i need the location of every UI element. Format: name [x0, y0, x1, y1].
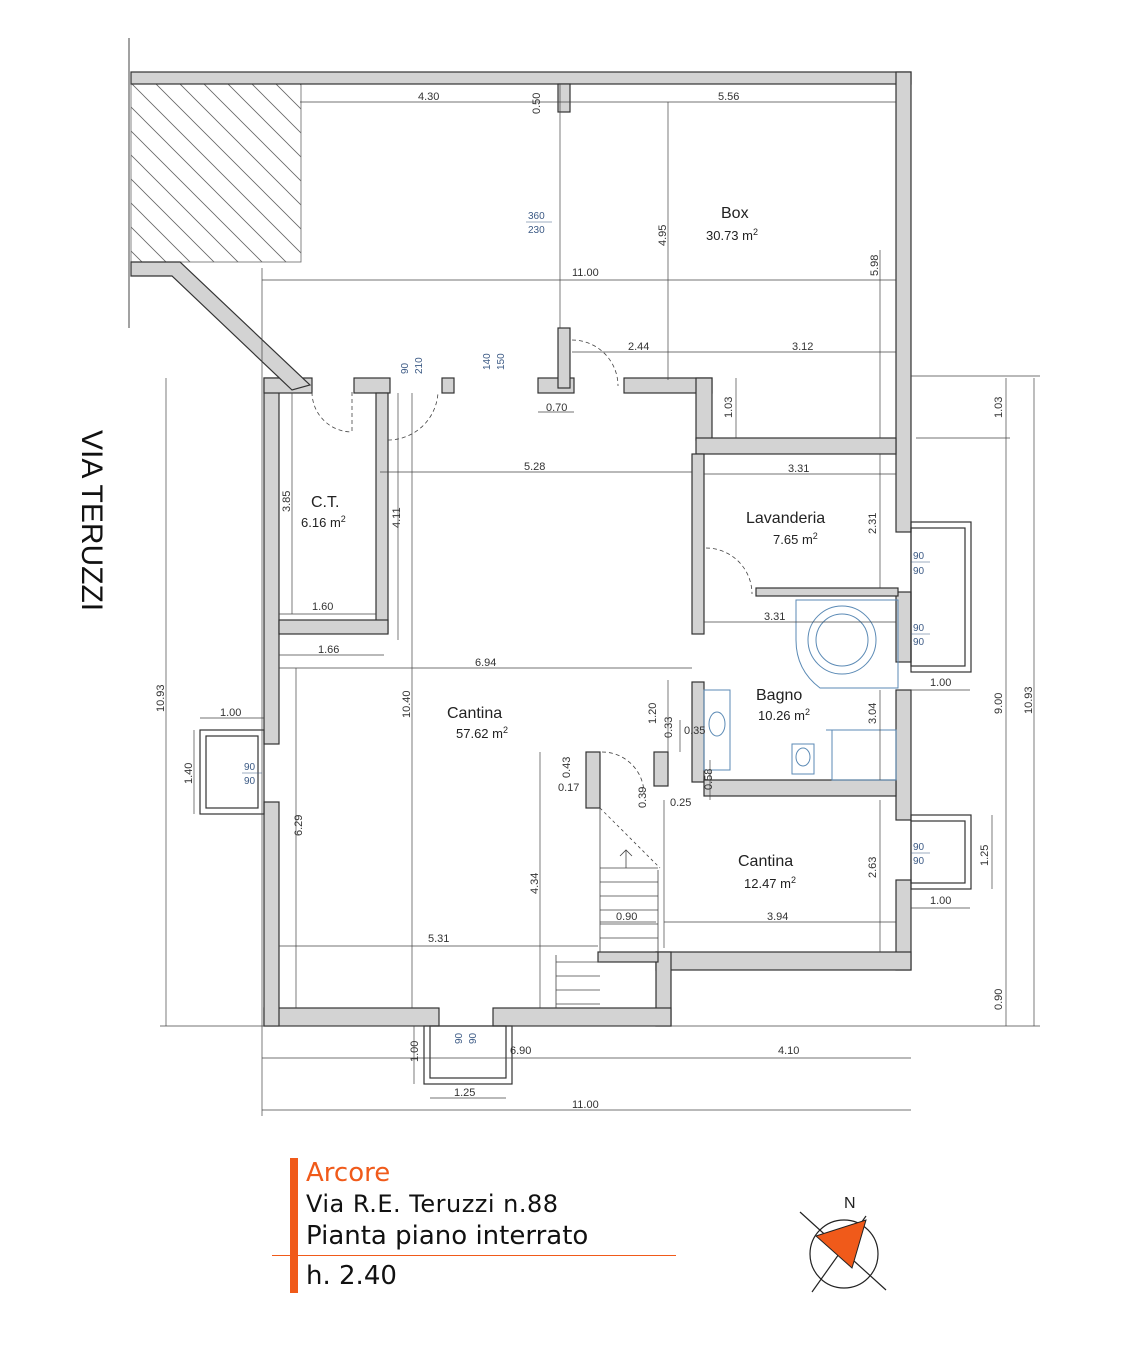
room-area-ct: 6.16 m2: [301, 514, 346, 530]
dimension-label: 6.94: [475, 657, 496, 669]
room-area-bagno: 10.26 m2: [758, 707, 810, 723]
opening-bottom: 150: [496, 353, 507, 370]
dimension-label: 1.03: [723, 397, 735, 418]
dimension-label: 0.17: [558, 782, 579, 794]
dimension-label: 3.94: [767, 911, 788, 923]
title-height: h. 2.40: [306, 1261, 397, 1291]
door-swings: [311, 339, 753, 795]
room-area-cantina-main: 57.62 m2: [456, 725, 508, 741]
staircase: [555, 807, 661, 1008]
dimension-lines: [160, 84, 1040, 1116]
dimension-label: 1.66: [318, 644, 339, 656]
dimension-label: 0.50: [531, 93, 543, 114]
dimension-label: 1.60: [312, 601, 333, 613]
opening-bottom: 90: [468, 1032, 479, 1044]
title-address: Via R.E. Teruzzi n.88: [306, 1190, 559, 1218]
room-area-lavanderia: 7.65 m2: [773, 531, 818, 547]
dimension-label: 5.56: [718, 91, 739, 103]
dimension-label: 1.00: [220, 707, 241, 719]
dimension-label: 4.30: [418, 91, 439, 103]
opening-bottom: 90: [913, 566, 925, 577]
terrain-hatch: [128, 38, 302, 328]
dimension-labels: 4.30 0.50 5.56 4.95 5.98 11.00 2.44 3.12…: [155, 91, 1035, 1111]
dimension-label: 2.63: [867, 857, 879, 878]
dimension-label: 4.11: [391, 507, 403, 528]
title-block: Arcore Via R.E. Teruzzi n.88 Pianta pian…: [272, 1158, 690, 1293]
dimension-label: 4.95: [657, 225, 669, 246]
walls: [130, 71, 912, 1027]
north-arrow: N: [799, 1195, 887, 1293]
window-projections: [199, 521, 972, 1085]
dimension-label: 3.31: [764, 611, 785, 623]
dimension-label: 6.29: [293, 815, 305, 836]
dimension-label: 1.03: [993, 397, 1005, 418]
dimension-label: 0.39: [637, 787, 649, 808]
dimension-label: 0.35: [684, 725, 705, 737]
dimension-label: 3.31: [788, 463, 809, 475]
room-name-box: Box: [721, 205, 749, 222]
room-name-cantina-main: Cantina: [447, 705, 502, 722]
dimension-label: 2.31: [867, 513, 879, 534]
dimension-label: 3.12: [792, 341, 813, 353]
opening-top: 90: [913, 842, 925, 853]
dimension-label: 0.58: [703, 769, 715, 790]
dimension-label: 0.43: [561, 757, 573, 778]
opening-top: 90: [913, 551, 925, 562]
dimension-label: 0.90: [616, 911, 637, 923]
opening-bottom: 90: [913, 637, 925, 648]
room-area-box: 30.73 m2: [706, 227, 758, 243]
north-label: N: [844, 1195, 856, 1212]
dimension-label: 10.93: [1023, 686, 1035, 714]
dimension-label: 10.40: [401, 690, 413, 718]
dimension-label: 1.40: [183, 763, 195, 784]
dimension-label: 2.44: [628, 341, 649, 353]
opening-bottom: 230: [528, 225, 545, 236]
room-name-lavanderia: Lavanderia: [746, 510, 825, 527]
opening-bottom: 210: [414, 357, 425, 374]
opening-top: 90: [454, 1032, 465, 1044]
dimension-label: 1.20: [647, 703, 659, 724]
dimension-label: 0.33: [663, 717, 675, 738]
dimension-label: 1.00: [930, 677, 951, 689]
dimension-label: 5.31: [428, 933, 449, 945]
bathroom-fixtures: [703, 599, 899, 781]
opening-top: 90: [400, 362, 411, 374]
title-accent-bar: [290, 1158, 298, 1293]
dimension-label: 6.90: [510, 1045, 531, 1057]
dimension-label: 1.25: [979, 845, 991, 866]
dimension-label: 0.25: [670, 797, 691, 809]
title-plan: Pianta piano interrato: [306, 1221, 589, 1251]
title-divider: [272, 1255, 676, 1256]
opening-top: 140: [482, 353, 493, 370]
opening-top: 90: [913, 623, 925, 634]
room-labels: Box 30.73 m2 C.T. 6.16 m2 Lavanderia 7.6…: [301, 205, 825, 891]
room-name-ct: C.T.: [311, 494, 339, 511]
dimension-label: 5.28: [524, 461, 545, 473]
room-area-cantina-small: 12.47 m2: [744, 875, 796, 891]
dimension-label: 4.10: [778, 1045, 799, 1057]
dimension-label: 10.93: [155, 684, 167, 712]
street-label: VIA TERUZZI: [75, 430, 108, 611]
dimension-label: 4.34: [529, 873, 541, 894]
opening-annotations: 360 230 90 210 140 150 90 90 90 90 90 90…: [242, 211, 930, 1044]
dimension-label: 5.98: [869, 255, 881, 276]
dimension-label: 1.00: [930, 895, 951, 907]
title-city: Arcore: [306, 1158, 391, 1188]
opening-bottom: 90: [913, 856, 925, 867]
room-name-bagno: Bagno: [756, 687, 802, 704]
dimension-label: 11.00: [572, 1099, 599, 1111]
room-name-cantina-small: Cantina: [738, 853, 793, 870]
dimension-label: 3.85: [281, 491, 293, 512]
dimension-label: 9.00: [993, 693, 1005, 714]
opening-top: 360: [528, 211, 545, 222]
dimension-label: 11.00: [572, 267, 599, 279]
dimension-label: 0.70: [546, 402, 567, 414]
dimension-label: 3.04: [867, 703, 879, 724]
dimension-label: 1.25: [454, 1087, 475, 1099]
opening-bottom: 90: [244, 776, 256, 787]
dimension-label: 1.00: [409, 1041, 421, 1062]
dimension-label: 0.90: [993, 989, 1005, 1010]
opening-top: 90: [244, 762, 256, 773]
